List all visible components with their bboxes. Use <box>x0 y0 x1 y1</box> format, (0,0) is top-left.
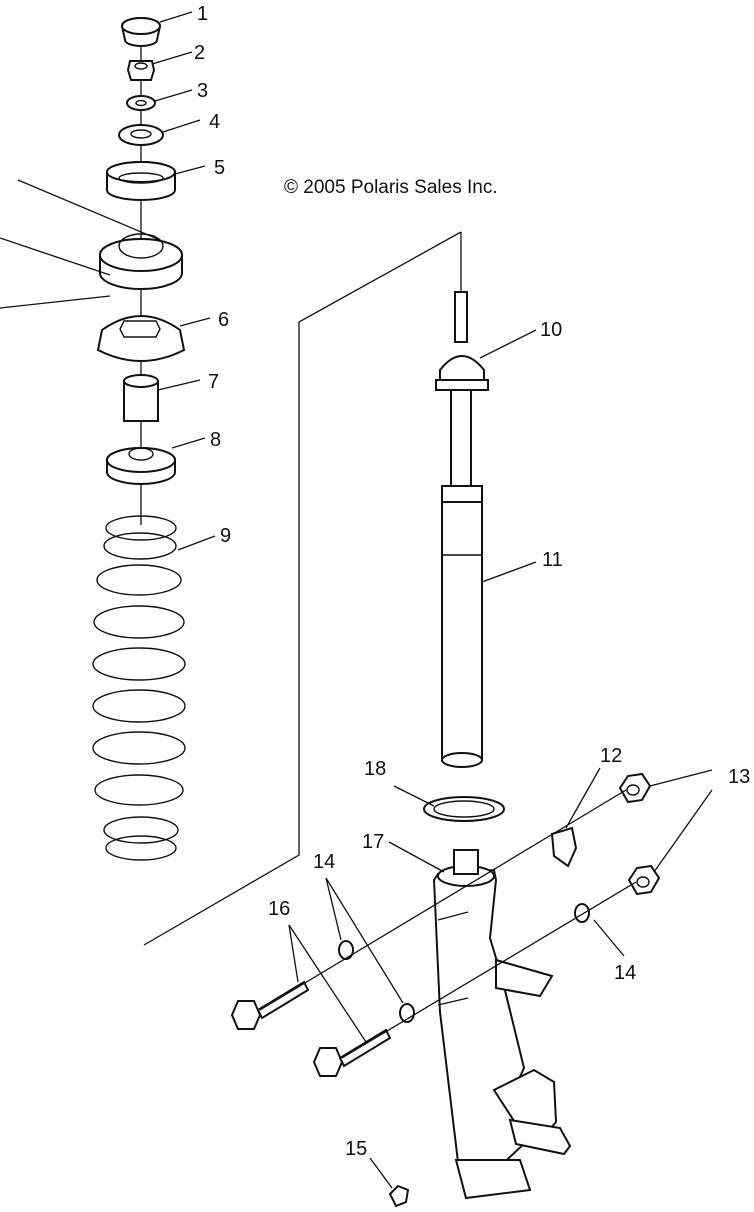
assembly-path-line <box>143 231 462 946</box>
callout-10: 10 <box>540 319 562 341</box>
part-9-coil-spring <box>92 515 186 861</box>
callout-6: 6 <box>218 309 229 331</box>
callout-14-right: 14 <box>614 962 636 984</box>
callout-5: 5 <box>214 157 225 179</box>
part-5-bearing <box>106 161 176 201</box>
callout-11: 11 <box>542 549 563 571</box>
part-8-spring-seat <box>106 447 176 485</box>
part-14-washers <box>338 903 590 1023</box>
callout-3: 3 <box>197 80 208 102</box>
callout-4: 4 <box>209 111 220 133</box>
part-17-strut-housing <box>432 849 572 1200</box>
callout-leader-lines <box>151 11 713 1189</box>
part-1-cap <box>120 17 162 47</box>
part-10-shock-rod-seal <box>435 291 489 391</box>
callout-labels: 1 2 3 4 5 6 7 8 9 10 11 12 13 14 14 15 1… <box>194 3 750 1160</box>
part-4-washer <box>118 124 164 146</box>
copyright-text: © 2005 Polaris Sales Inc. <box>284 177 498 198</box>
part-16-bolt-lower <box>312 1028 392 1077</box>
callout-15: 15 <box>345 1138 367 1160</box>
callout-1: 1 <box>197 3 208 25</box>
part-7-spacer <box>123 374 159 422</box>
callout-12: 12 <box>600 745 622 767</box>
part-3-washer <box>126 95 156 111</box>
part-16-bolt-upper <box>230 980 310 1030</box>
part-13-nut-upper <box>618 772 652 804</box>
part-12-bracket <box>550 826 578 868</box>
callout-7: 7 <box>208 371 219 393</box>
part-11-shock-body <box>441 389 483 768</box>
part-18-ring <box>423 796 505 822</box>
callout-8: 8 <box>210 429 221 451</box>
callout-16: 16 <box>268 898 290 920</box>
part-6-bumper <box>96 315 186 362</box>
callout-2: 2 <box>194 42 205 64</box>
upper-spring-seat <box>99 233 183 290</box>
callout-13: 13 <box>728 766 750 788</box>
callout-14-left: 14 <box>313 851 335 873</box>
callout-18: 18 <box>364 758 386 780</box>
part-2-nut <box>126 60 156 81</box>
part-13-nut-lower <box>627 864 661 896</box>
edge-leader-lines <box>0 179 161 309</box>
part-15-small-bolt <box>388 1184 410 1208</box>
callout-9: 9 <box>220 525 231 547</box>
callout-17: 17 <box>362 831 384 853</box>
